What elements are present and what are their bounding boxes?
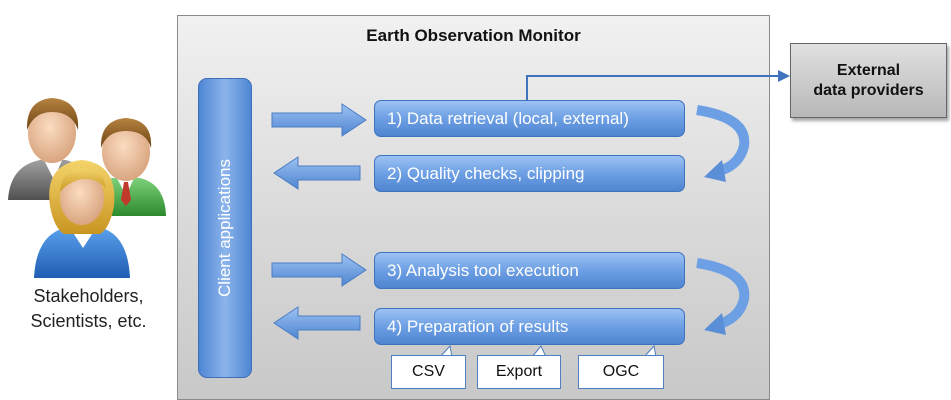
stakeholders-caption-line2: Scientists, etc.	[30, 311, 147, 331]
external-connector	[526, 75, 782, 100]
step-data-retrieval: 1) Data retrieval (local, external)	[374, 100, 685, 137]
format-csv: CSV	[391, 355, 466, 389]
external-label-line1: External	[836, 61, 901, 79]
format-ogc: OGC	[578, 355, 664, 389]
arrow-left-2	[273, 156, 361, 190]
external-label-line2: data providers	[813, 81, 924, 99]
diagram-title: Earth Observation Monitor	[366, 26, 581, 45]
step-analysis-tool: 3) Analysis tool execution	[374, 252, 685, 289]
client-applications-bar	[198, 78, 252, 378]
curved-arrow-1	[696, 105, 750, 176]
arrow-right-1	[271, 103, 367, 137]
format-export: Export	[477, 355, 561, 389]
stakeholders-caption-line1: Stakeholders,	[33, 286, 144, 306]
step-quality-checks: 2) Quality checks, clipping	[374, 155, 685, 192]
arrow-left-4	[273, 306, 361, 340]
external-data-providers-box: External data providers	[790, 43, 947, 118]
step-preparation-results: 4) Preparation of results	[374, 308, 685, 345]
stakeholders-caption: Stakeholders, Scientists, etc.	[0, 284, 177, 334]
curved-arrow-2	[696, 258, 750, 329]
stakeholders-icon	[8, 98, 166, 278]
arrow-right-3	[271, 253, 367, 287]
